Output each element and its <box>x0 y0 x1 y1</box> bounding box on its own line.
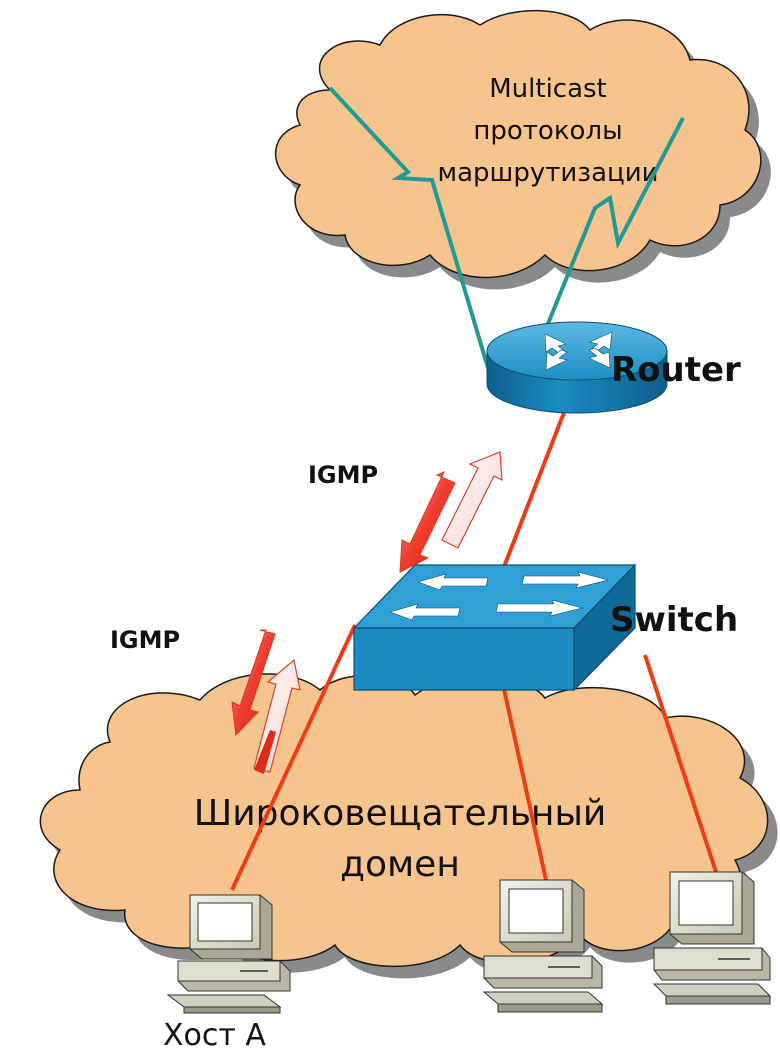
router-icon[interactable] <box>486 321 668 414</box>
igmp-upper-arrows: IGMP <box>308 451 503 573</box>
router-arrows <box>544 331 613 371</box>
link-router-switch <box>500 391 574 573</box>
bidirectional-arrow-icon <box>231 629 301 774</box>
desktop-computer-icon <box>166 894 291 1014</box>
routing-line-right <box>528 117 685 369</box>
desktop-computer-icon <box>482 879 604 1013</box>
broadcast-domain-cloud: Широковещательный домен <box>39 673 778 979</box>
link-switch-host-b <box>500 679 548 881</box>
switch-icon[interactable] <box>352 563 637 692</box>
router-body-top <box>486 321 668 381</box>
broadcast-cloud-line-2: домен <box>340 844 460 885</box>
switch-side <box>573 563 636 692</box>
host-c-computer[interactable] <box>652 871 772 1005</box>
igmp-lower-arrows: IGMP <box>110 626 301 774</box>
igmp-upper-arrow-down <box>399 471 456 573</box>
switch-front <box>353 627 575 691</box>
igmp-lower-arrow-solid <box>254 730 276 774</box>
igmp-lower-label: IGMP <box>110 626 180 654</box>
routing-cloud-body <box>274 9 762 279</box>
host-a-label: Хост А <box>163 1018 266 1053</box>
switch-label: Switch <box>610 600 738 640</box>
broadcast-cloud-line-1: Широковещательный <box>194 793 607 834</box>
network-links <box>230 391 718 891</box>
link-switch-host-a <box>230 624 357 891</box>
igmp-upper-arrow-up <box>441 451 503 549</box>
routing-protocol-lines <box>328 86 685 369</box>
routing-cloud-line-3: маршрутизации <box>437 158 658 188</box>
routing-cloud: Multicast протоколы маршрутизации <box>274 9 771 290</box>
bidirectional-arrow-icon <box>399 451 503 573</box>
switch-arrows <box>389 571 610 621</box>
routing-cloud-line-1: Multicast <box>489 74 607 104</box>
router-label: Router <box>611 350 741 390</box>
host-b-computer[interactable] <box>482 879 604 1013</box>
host-a-computer[interactable] <box>166 894 291 1014</box>
routing-line-left <box>328 86 490 369</box>
igmp-upper-label: IGMP <box>308 461 378 489</box>
link-switch-host-c <box>643 654 718 873</box>
desktop-computer-icon <box>652 871 772 1005</box>
igmp-lower-arrow-down <box>231 629 276 737</box>
routing-cloud-line-2: протоколы <box>473 116 622 146</box>
